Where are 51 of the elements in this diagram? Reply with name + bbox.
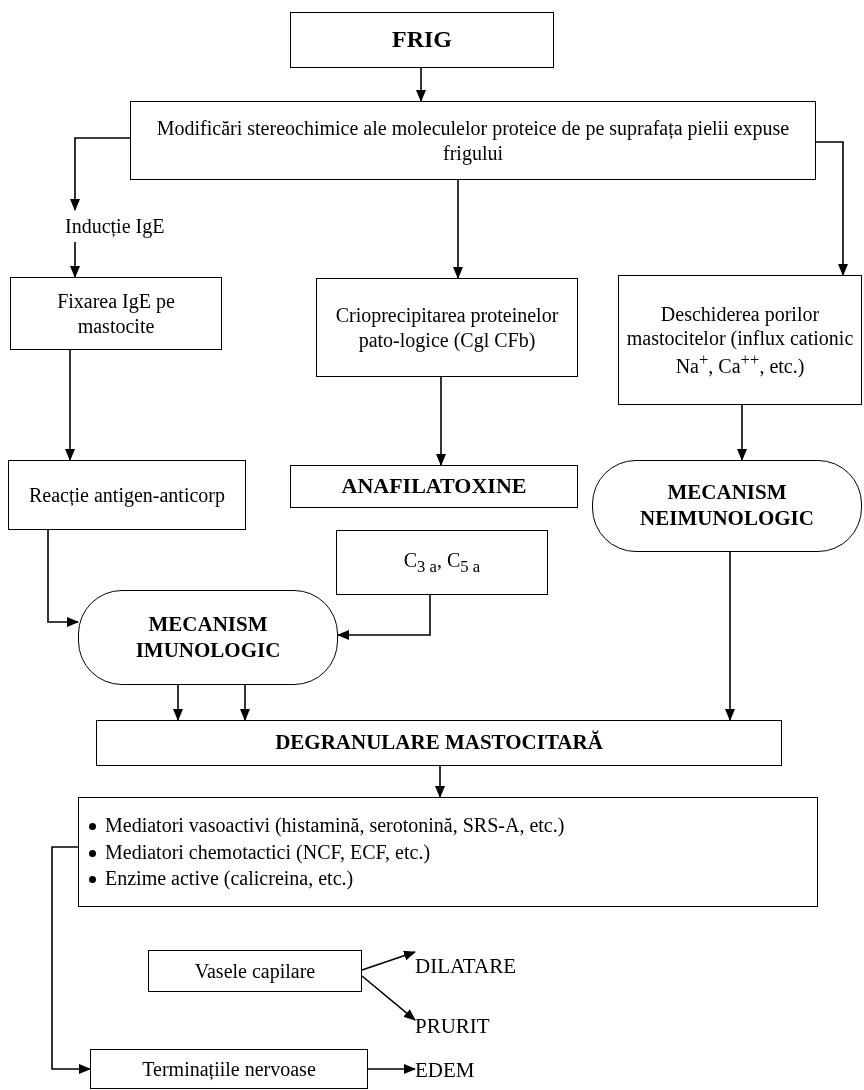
process-box <box>336 530 548 595</box>
node-text: Modificări stereochimice ale moleculelor proteice de pe suprafața pielii expuse frigului <box>155 116 791 165</box>
arrow <box>815 141 848 276</box>
node-text: Reacție antigen-anticorp <box>29 482 225 508</box>
arrow <box>173 684 183 721</box>
node-text: ANAFILATOXINE <box>341 473 527 500</box>
process-box <box>96 720 782 766</box>
arrow <box>436 376 446 466</box>
process-box <box>8 460 246 530</box>
rounded-box <box>78 590 338 685</box>
arrow <box>361 950 416 971</box>
process-box <box>316 278 578 377</box>
arrow <box>367 1064 416 1074</box>
process-box <box>10 277 222 350</box>
node-label: DILATARE <box>415 950 565 984</box>
arrow <box>337 594 431 640</box>
arrow <box>416 67 426 102</box>
node-text: Fixarea IgE pe mastocite <box>56 289 176 338</box>
process-box <box>618 275 862 405</box>
node-text: DEGRANULARE MASTOCITARĂ <box>275 730 603 756</box>
node-text: MECANISM IMUNOLOGIC <box>134 611 282 664</box>
arrow <box>240 684 250 721</box>
arrow <box>51 846 91 1074</box>
arrow <box>65 349 75 461</box>
arrow <box>70 137 131 211</box>
node-text: Vasele capilare <box>194 958 316 984</box>
process-box <box>290 465 578 508</box>
arrow <box>47 529 79 627</box>
bullet-item: Mediatori chemotactici (NCF, ECF, etc.) <box>105 839 431 865</box>
arrow <box>70 241 80 278</box>
node-text: FRIG <box>392 25 452 55</box>
process-box <box>130 101 816 180</box>
process-box <box>148 950 362 992</box>
arrow <box>361 975 416 1021</box>
arrow <box>453 179 463 279</box>
process-box <box>78 797 818 907</box>
node-text: C$_{3 a}$, C$_{5 a}$ <box>403 547 481 578</box>
node-label: EDEM <box>415 1055 505 1087</box>
node-text: Terminațiile nervoase <box>142 1056 316 1082</box>
arrow <box>725 551 735 721</box>
bullet-item: Enzime active (calicreina, etc.) <box>105 866 354 891</box>
arrow <box>435 765 445 798</box>
bullet-item: Mediatori vasoactivi (histamină, serotonină, SRS-A, etc.) <box>105 813 565 838</box>
process-box <box>90 1049 368 1089</box>
arrow <box>737 404 747 461</box>
node-label: PRURIT <box>415 1010 525 1044</box>
node-text: Deschiderea porilor mastocitelor (influx cationic Na$^{+}$, Ca$^{++}$, etc.) <box>625 301 855 379</box>
node-text: Crioprecipitarea proteinelor pato-logice (Cgl CFb) <box>334 303 560 352</box>
node-text: MECANISM NEIMUNOLOGIC <box>639 480 815 532</box>
node-label: Inducție IgE <box>65 210 215 242</box>
process-box <box>290 12 554 68</box>
